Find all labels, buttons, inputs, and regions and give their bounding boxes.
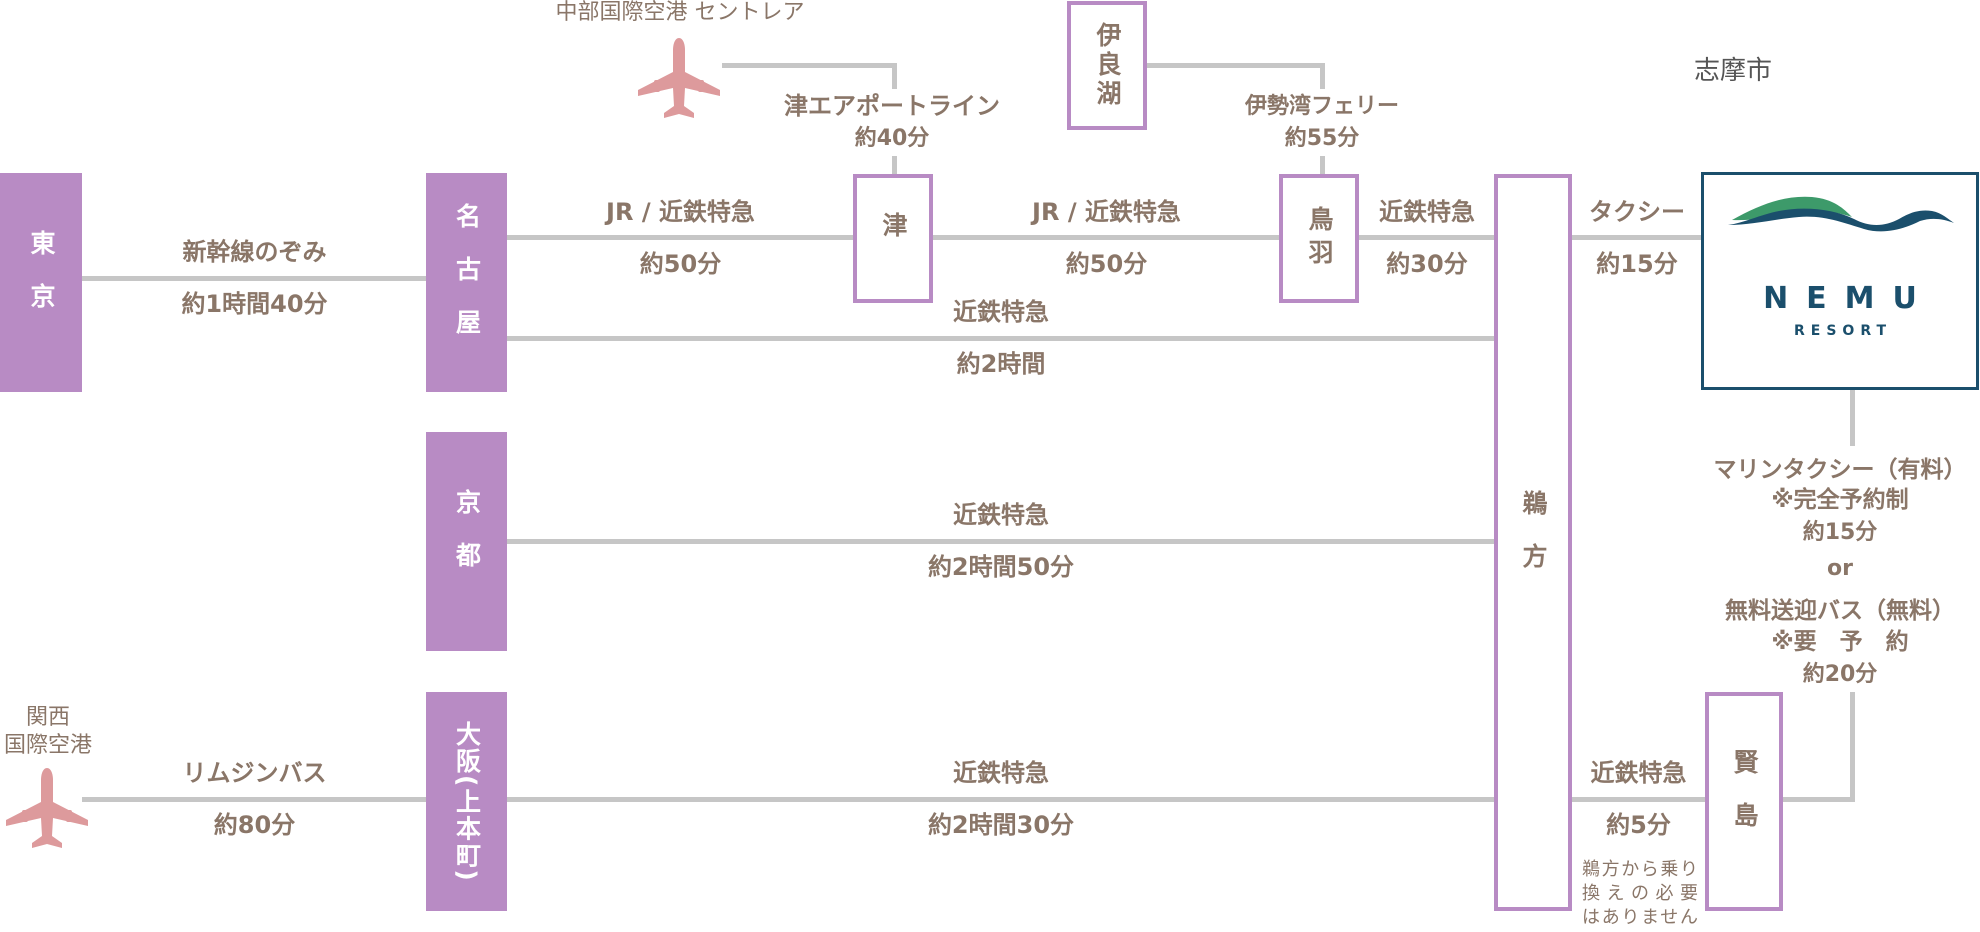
label-toba-ugata-name: 近鉄特急 [1379,198,1475,226]
airplane-icon [6,768,88,848]
line-toba-ugata [1359,235,1495,240]
no-transfer-line-3: はありません [1582,907,1698,928]
label-tsu-toba-time: 約50分 [1065,250,1148,278]
station-irago: 伊良湖 [1067,1,1147,130]
label-osaka-ugata-time: 約2時間30分 [927,811,1075,839]
label-nagoya-ugata-name: 近鉄特急 [953,298,1049,326]
label-ugata-kashiko-time: 約5分 [1606,811,1671,839]
label-nagoya-tsu-name: JR / 近鉄特急 [606,198,755,226]
line-kyoto-ugata [507,539,1495,544]
line-nagoya-ugata [507,336,1495,341]
label-kansai-line-2: 国際空港 [3,733,92,758]
line-osaka-ugata [507,797,1495,802]
label-ferry-time: 約55分 [1284,126,1360,151]
station-toba: 鳥羽 [1279,174,1359,303]
line-irago-ferry [1147,63,1325,68]
line-ferry-down-1 [1320,63,1325,89]
label-shinkansen-time: 約1時間40分 [181,290,328,318]
label-nagoya-tsu-time: 約50分 [639,250,722,278]
line-kansai-osaka [82,797,427,802]
logo-name: NEMU [1763,281,1935,316]
logo-wave-mark [1728,196,1954,232]
label-city: 志摩市 [1694,56,1773,86]
label-free-bus: 無料送迎バス（無料） [1725,598,1955,624]
label-osaka-ugata-name: 近鉄特急 [953,759,1049,787]
label-air-line-time: 約40分 [854,126,930,151]
label-marine-taxi-time: 約15分 [1802,520,1878,545]
station-kyoto: 京都 [426,432,507,651]
label-limousine-time: 約80分 [213,811,296,839]
station-tsu: 津 [853,174,933,303]
line-ferry-down-2 [1320,156,1325,174]
line-ugata-kashikojima [1572,797,1705,802]
label-taxi-time: 約15分 [1596,250,1678,278]
line-chubu-airport [722,63,897,68]
label-or: or [1827,556,1853,581]
line-kashikojima-up [1850,692,1855,802]
station-ugata: 鵜方 [1494,174,1572,911]
line-nagoya-tsu [507,235,854,240]
label-kansai-airport: 関西 国際空港 [0,704,96,760]
label-marine-taxi-note: ※完全予約制 [1771,487,1909,513]
label-chubu-airport: 中部国際空港 セントレア [555,0,805,25]
station-tokyo: 東京 [0,173,82,392]
station-nagoya: 名古屋 [426,173,507,392]
label-nagoya-ugata-time: 約2時間 [956,350,1046,378]
label-marine-taxi: マリンタクシー（有料） [1713,457,1967,483]
label-free-bus-note: ※要 予 約 [1771,629,1909,655]
line-tokyo-nagoya [82,276,427,281]
label-kansai-line-1: 関西 [25,705,70,730]
label-taxi-name: タクシー [1589,198,1685,226]
line-kashikojima-right [1783,797,1855,802]
label-free-bus-time: 約20分 [1802,662,1878,687]
station-osaka: 大阪(上本町) [426,692,507,911]
logo-sub: RESORT [1793,323,1893,339]
no-transfer-note: 鵜方から乗り 換えの必要 はありません [1582,858,1698,930]
airplane-icon [638,38,720,118]
line-chubu-down-2 [892,156,897,174]
label-kyoto-ugata-name: 近鉄特急 [953,501,1049,529]
label-kyoto-ugata-time: 約2時間50分 [927,553,1075,581]
line-ugata-resort [1572,235,1702,240]
label-ferry-name: 伊勢湾フェリー [1244,94,1399,119]
line-chubu-down-1 [892,63,897,89]
label-limousine-name: リムジンバス [182,759,327,787]
no-transfer-line-2: 換えの必要 [1582,883,1698,904]
line-resort-down [1850,390,1855,446]
label-ugata-kashiko-name: 近鉄特急 [1590,759,1687,787]
station-kashikojima: 賢島 [1705,692,1783,911]
line-tsu-toba [933,235,1280,240]
label-air-line-name: 津エアポートライン [784,92,1000,120]
label-toba-ugata-time: 約30分 [1386,250,1468,278]
label-shinkansen-name: 新幹線のぞみ [182,238,327,266]
nemu-resort-logo: NEMU RESORT [1701,172,1979,390]
label-tsu-toba-name: JR / 近鉄特急 [1032,198,1181,226]
no-transfer-line-1: 鵜方から乗り [1582,859,1698,880]
